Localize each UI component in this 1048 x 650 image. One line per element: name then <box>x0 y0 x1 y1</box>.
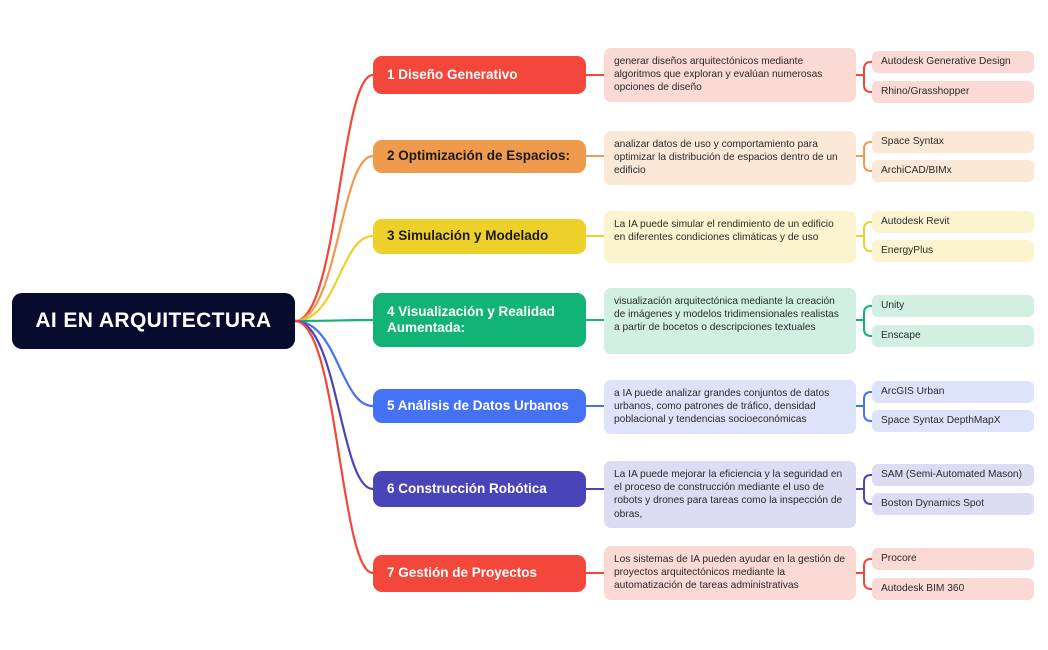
description-text: a IA puede analizar grandes conjuntos de… <box>614 388 830 426</box>
leaf-node-label: Autodesk Generative Design <box>881 56 1011 67</box>
root-node-label: AI EN ARQUITECTURA <box>35 309 272 332</box>
leaf-node-label: Space Syntax DepthMapX <box>881 415 1001 426</box>
leaf-node-label: SAM (Semi-Automated Mason) <box>881 469 1022 480</box>
leaf-node-label: Rhino/Grasshopper <box>881 86 970 97</box>
leaf-node-label: Boston Dynamics Spot <box>881 498 985 509</box>
leaf-node-1-1[interactable]: Autodesk Generative Design <box>872 51 1034 73</box>
description-node-4[interactable]: visualización arquitectónica mediante la… <box>604 288 856 354</box>
leaf-node-label: Autodesk Revit <box>881 216 950 227</box>
leaf-node-2-2[interactable]: ArchiCAD/BIMx <box>872 160 1034 182</box>
branch-node-2[interactable]: 2 Optimización de Espacios: <box>373 139 586 173</box>
branch-node-label: 2 Optimización de Espacios: <box>387 148 571 163</box>
description-node-2[interactable]: analizar datos de uso y comportamiento p… <box>604 131 856 185</box>
leaf-node-5-1[interactable]: ArcGIS Urban <box>872 381 1034 403</box>
leaf-node-label: Procore <box>881 553 917 564</box>
leaf-node-label: Enscape <box>881 330 921 341</box>
leaf-node-2-1[interactable]: Space Syntax <box>872 131 1034 153</box>
branch-node-label: 1 Diseño Generativo <box>387 67 518 82</box>
leaf-node-6-1[interactable]: SAM (Semi-Automated Mason) <box>872 464 1034 486</box>
leaf-node-4-1[interactable]: Unity <box>872 295 1034 317</box>
leaf-node-7-1[interactable]: Procore <box>872 548 1034 570</box>
description-text: generar diseños arquitectónicos mediante… <box>614 56 823 94</box>
description-text: visualización arquitectónica mediante la… <box>614 296 839 334</box>
description-node-1[interactable]: generar diseños arquitectónicos mediante… <box>604 48 856 102</box>
leaf-node-7-2[interactable]: Autodesk BIM 360 <box>872 578 1034 600</box>
leaf-node-label: EnergyPlus <box>881 245 934 256</box>
leaf-node-4-2[interactable]: Enscape <box>872 325 1034 347</box>
leaf-node-3-2[interactable]: EnergyPlus <box>872 240 1034 262</box>
leaf-node-label: ArcGIS Urban <box>881 386 945 397</box>
branch-node-label: 7 Gestión de Proyectos <box>387 565 538 580</box>
leaf-node-5-2[interactable]: Space Syntax DepthMapX <box>872 410 1034 432</box>
branch-node-4[interactable]: 4 Visualización y Realidad Aumentada: <box>373 293 586 347</box>
leaf-node-label: Unity <box>881 300 905 311</box>
leaf-node-label: ArchiCAD/BIMx <box>881 165 952 176</box>
branch-node-5[interactable]: 5 Análisis de Datos Urbanos <box>373 389 586 423</box>
root-node[interactable]: AI EN ARQUITECTURA <box>12 293 295 349</box>
description-node-7[interactable]: Los sistemas de IA pueden ayudar en la g… <box>604 546 856 600</box>
branch-node-label: 5 Análisis de Datos Urbanos <box>387 398 569 413</box>
description-node-6[interactable]: La IA puede mejorar la eficiencia y la s… <box>604 461 856 528</box>
leaf-node-label: Autodesk BIM 360 <box>881 583 965 594</box>
branch-node-3[interactable]: 3 Simulación y Modelado <box>373 218 586 254</box>
branch-node-label: 3 Simulación y Modelado <box>387 228 549 243</box>
description-text: La IA puede simular el rendimiento de un… <box>614 219 834 244</box>
description-node-3[interactable]: La IA puede simular el rendimiento de un… <box>604 211 856 263</box>
description-node-5[interactable]: a IA puede analizar grandes conjuntos de… <box>604 380 856 434</box>
description-text: Los sistemas de IA pueden ayudar en la g… <box>614 554 846 592</box>
leaf-node-6-2[interactable]: Boston Dynamics Spot <box>872 493 1034 515</box>
leaf-node-3-1[interactable]: Autodesk Revit <box>872 211 1034 233</box>
branch-node-7[interactable]: 7 Gestión de Proyectos <box>373 554 586 592</box>
description-text: La IA puede mejorar la eficiencia y la s… <box>614 469 843 520</box>
leaf-node-1-2[interactable]: Rhino/Grasshopper <box>872 81 1034 103</box>
branch-node-label: 6 Construcción Robótica <box>387 481 547 496</box>
branch-node-1[interactable]: 1 Diseño Generativo <box>373 56 586 94</box>
leaf-node-label: Space Syntax <box>881 136 944 147</box>
description-text: analizar datos de uso y comportamiento p… <box>614 139 838 177</box>
branch-node-label: 4 Visualización y Realidad Aumentada: <box>387 304 555 335</box>
branch-node-6[interactable]: 6 Construcción Robótica <box>373 471 586 507</box>
